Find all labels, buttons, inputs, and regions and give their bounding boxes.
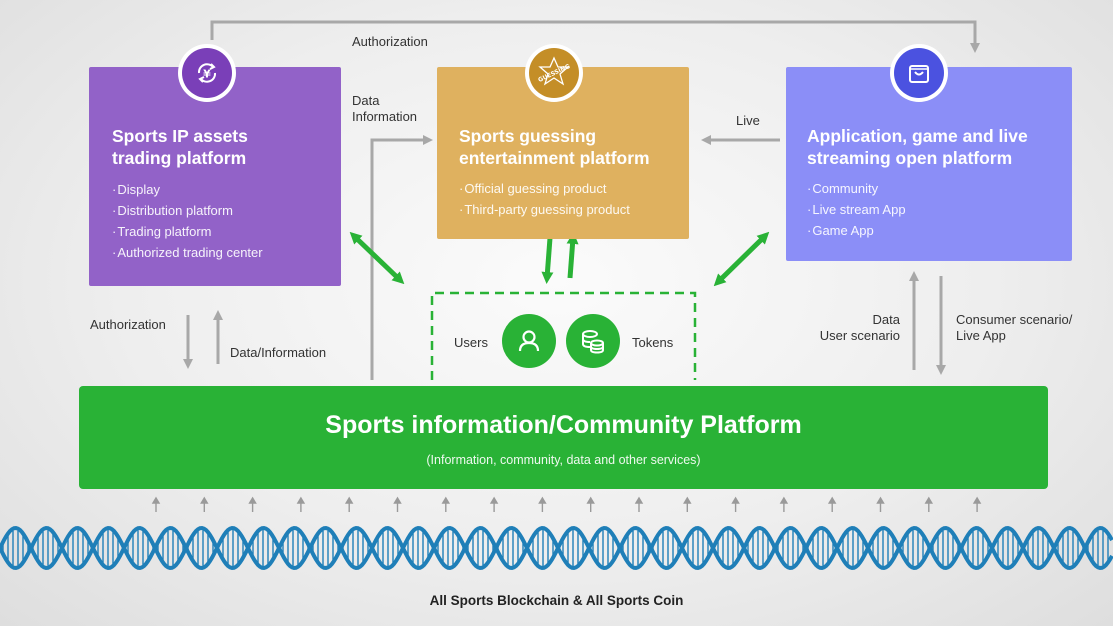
small-up-arrow-head <box>972 496 982 504</box>
app-box-title-line1: Application, game and live <box>807 126 1028 146</box>
green-arrow-right <box>713 231 770 287</box>
yen-exchange-icon: ¥ <box>182 48 232 98</box>
data-right-line1: Data <box>872 312 900 327</box>
ip-box-title-line1: Sports IP assets <box>112 126 248 146</box>
small-up-arrow-head <box>586 496 595 504</box>
small-up-arrow-head <box>248 496 257 504</box>
small-up-arrow-head <box>200 496 209 504</box>
consumer-line1: Consumer scenario/ <box>956 312 1073 327</box>
authorization-top-arrow <box>210 20 980 53</box>
user-icon <box>502 314 556 368</box>
consumer-scenario-label: Consumer scenario/ Live App <box>956 312 1072 344</box>
green-arrow-left <box>349 231 405 285</box>
ip-box-list: Display Distribution platform Trading pl… <box>112 179 263 263</box>
app-box-list: Community Live stream App Game App <box>807 178 906 241</box>
guessing-badge-icon: GUESSING <box>529 48 579 98</box>
small-up-arrows <box>151 496 982 512</box>
ip-assets-box: Sports IP assets trading platform Displa… <box>89 67 341 286</box>
app-box-title-line2: streaming open platform <box>807 148 1013 168</box>
footer-label: All Sports Blockchain & All Sports Coin <box>429 593 684 608</box>
data-right-line2: User scenario <box>819 328 900 343</box>
guess-box-title-line1: Sports guessing <box>459 126 597 146</box>
small-up-arrow-head <box>538 496 547 504</box>
list-item: Distribution platform <box>112 200 263 221</box>
live-label: Live <box>736 113 760 128</box>
tokens-label: Tokens <box>632 335 674 350</box>
data-info-left-label: Data/Information <box>230 345 327 360</box>
list-item: Community <box>807 178 906 199</box>
list-item: Display <box>112 179 263 200</box>
guess-box-title-line2: entertainment platform <box>459 148 650 168</box>
list-item: Live stream App <box>807 199 905 220</box>
dna-backbone-2 <box>0 526 1113 570</box>
guessing-badge-text: GUESSING <box>537 63 571 84</box>
ip-icon-ring: ¥ <box>178 44 236 102</box>
small-arrow-row <box>151 496 982 512</box>
small-up-arrow-head <box>634 496 644 504</box>
small-up-arrow-head <box>683 496 692 504</box>
data-information-label-line2: Information <box>352 109 418 124</box>
dna-strand <box>0 526 1113 570</box>
list-item: Game App <box>807 220 906 241</box>
small-up-arrow-head <box>344 496 354 504</box>
list-item: Official guessing product <box>459 178 630 199</box>
small-up-arrow-head <box>441 496 451 504</box>
green-arrow-center-up <box>566 232 579 279</box>
ip-box-title-line2: trading platform <box>112 148 247 168</box>
small-up-arrow-head <box>876 496 885 504</box>
list-item: Trading platform <box>112 221 263 242</box>
data-information-label: Data Information <box>352 93 417 125</box>
list-item: Third-party guessing product <box>459 199 629 220</box>
guess-box-list: Official guessing product Third-party gu… <box>459 178 630 220</box>
small-up-arrow-head <box>296 496 306 504</box>
green-arrow-center-down <box>541 237 554 284</box>
small-up-arrow-head <box>827 496 837 504</box>
svg-text:¥: ¥ <box>203 68 211 81</box>
list-item: Authorized trading center <box>112 242 262 263</box>
app-icon-ring <box>890 44 948 102</box>
data-information-label-line1: Data <box>352 93 380 108</box>
small-up-arrow-head <box>779 496 789 504</box>
shopping-bag-icon <box>894 48 944 98</box>
center-dashed-box <box>430 291 697 380</box>
guessing-box: Sports guessing entertainment platform O… <box>437 67 689 239</box>
token-stack-icon <box>566 314 620 368</box>
authorization-left-label: Authorization <box>90 317 166 332</box>
data-user-scenario-label: Data User scenario <box>806 312 900 344</box>
small-up-arrow-head <box>151 496 161 504</box>
platform-subtitle: (Information, community, data and other … <box>426 453 701 467</box>
guess-icon-ring: GUESSING <box>525 44 583 102</box>
platform-title: Sports information/Community Platform <box>325 411 802 439</box>
data-information-arrow <box>370 135 433 380</box>
small-up-arrow-head <box>731 496 740 504</box>
users-label: Users <box>454 335 488 350</box>
small-up-arrow-head <box>393 496 402 504</box>
small-up-arrow-head <box>924 496 934 504</box>
small-up-arrow-head <box>489 496 499 504</box>
authorization-top-label: Authorization <box>352 34 428 49</box>
consumer-line2: Live App <box>956 328 1006 343</box>
community-platform-bar: Sports information/Community Platform (I… <box>79 386 1048 489</box>
